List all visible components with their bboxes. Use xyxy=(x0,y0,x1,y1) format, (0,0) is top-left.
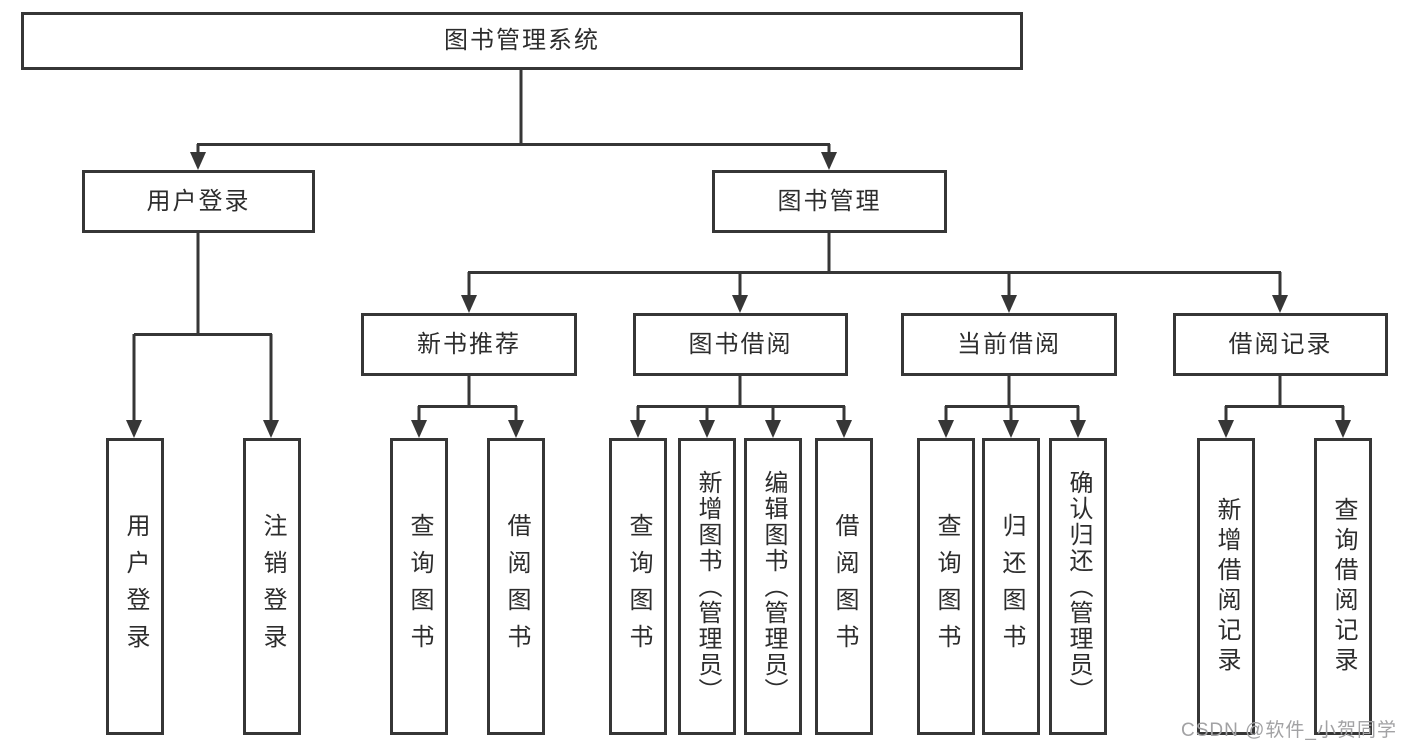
watermark: CSDN @软件_小贺同学 xyxy=(1181,720,1397,741)
node-library-management-system: 图书管理系统 xyxy=(21,12,1023,70)
leaf-query-borrow-record: 查询借阅记录 xyxy=(1314,438,1372,735)
node-label: 确认归还（管理员） xyxy=(1065,469,1092,704)
leaf-logout: 注销登录 xyxy=(243,438,301,735)
leaf-add-books-admin: 新增图书（管理员） xyxy=(678,438,736,735)
node-label: 当前借阅 xyxy=(957,330,1061,358)
leaf-query-books-borrowing: 查询图书 xyxy=(609,438,667,735)
node-label: 借阅记录 xyxy=(1228,330,1333,358)
node-new-book-recommendation: 新书推荐 xyxy=(361,313,577,376)
node-current-borrowing: 当前借阅 xyxy=(901,313,1117,376)
node-label: 编辑图书（管理员） xyxy=(760,469,787,704)
leaf-query-books-recommend: 查询图书 xyxy=(390,438,448,735)
node-label: 用户登录 xyxy=(122,512,149,661)
node-user-login: 用户登录 xyxy=(82,170,315,233)
leaf-query-books-current: 查询图书 xyxy=(917,438,975,735)
node-label: 查询图书 xyxy=(933,512,960,661)
node-book-management: 图书管理 xyxy=(712,170,947,233)
node-label: 借阅图书 xyxy=(503,512,530,661)
node-label: 查询图书 xyxy=(625,512,652,661)
node-label: 新增借阅记录 xyxy=(1213,496,1240,677)
leaf-add-borrow-record: 新增借阅记录 xyxy=(1197,438,1255,735)
node-label: 注销登录 xyxy=(259,512,286,661)
leaf-return-books: 归还图书 xyxy=(982,438,1040,735)
node-borrowing-records: 借阅记录 xyxy=(1173,313,1388,376)
node-label: 用户登录 xyxy=(146,187,251,215)
node-label: 借阅图书 xyxy=(831,512,858,661)
node-label: 查询借阅记录 xyxy=(1330,496,1357,677)
node-label: 图书管理系统 xyxy=(444,27,600,54)
leaf-borrow-books-borrowing: 借阅图书 xyxy=(815,438,873,735)
node-label: 归还图书 xyxy=(998,512,1025,661)
leaf-borrow-books-recommend: 借阅图书 xyxy=(487,438,545,735)
leaf-edit-books-admin: 编辑图书（管理员） xyxy=(744,438,802,735)
leaf-confirm-return-admin: 确认归还（管理员） xyxy=(1049,438,1107,735)
node-label: 查询图书 xyxy=(406,512,433,661)
node-label: 图书管理 xyxy=(777,187,882,215)
node-book-borrowing: 图书借阅 xyxy=(633,313,848,376)
node-label: 新书推荐 xyxy=(417,330,521,358)
node-label: 新增图书（管理员） xyxy=(694,469,721,704)
leaf-user-login: 用户登录 xyxy=(106,438,164,735)
node-label: 图书借阅 xyxy=(688,330,793,358)
